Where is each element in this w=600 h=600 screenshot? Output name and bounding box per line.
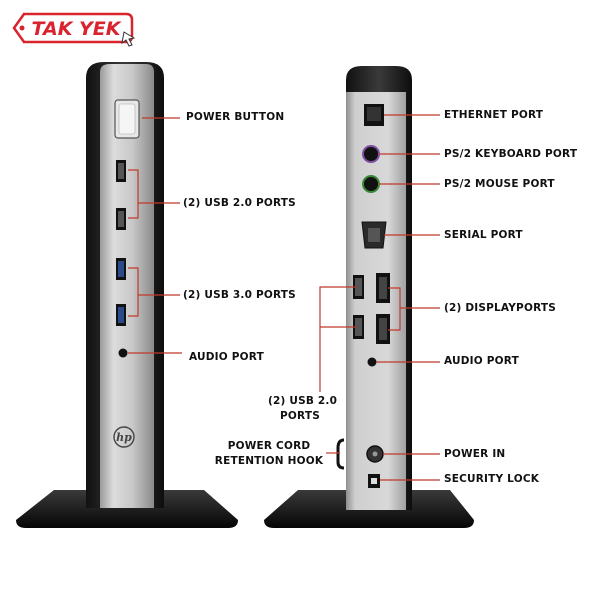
front-unit: hp: [16, 62, 238, 528]
label-rear-usb2-line2: PORTS: [280, 410, 320, 422]
label-usb2-ports: (2) USB 2.0 PORTS: [183, 197, 296, 209]
label-front-audio: AUDIO PORT: [189, 351, 264, 363]
label-rear-usb2-line1: (2) USB 2.0: [268, 395, 338, 407]
front-callout-lines: [128, 117, 182, 354]
hp-logo-text: hp: [116, 431, 132, 444]
rear-callout-lines: [319, 114, 440, 481]
logo-text: TAK YEK: [32, 18, 122, 40]
label-serial: SERIAL PORT: [444, 229, 523, 241]
label-ethernet: ETHERNET PORT: [444, 109, 544, 121]
label-rear-usb2: (2) USB 2.0 PORTS: [268, 394, 338, 424]
ps2-mouse-jack: [362, 175, 380, 193]
label-rear-audio: AUDIO PORT: [444, 355, 519, 367]
label-power-in: POWER IN: [444, 448, 506, 460]
front-stand: [16, 490, 238, 528]
cord-retention-hook: [336, 438, 345, 470]
label-cord-hook-line1: POWER CORD: [227, 440, 311, 452]
front-panel: [100, 64, 154, 508]
label-usb3-ports: (2) USB 3.0 PORTS: [183, 289, 296, 301]
ps2-keyboard-jack: [362, 145, 380, 163]
label-cord-hook: POWER CORD RETENTION HOOK: [214, 439, 324, 469]
audio-jack: [118, 348, 128, 358]
hp-logo-icon: [113, 426, 135, 448]
label-ps2-keyboard: PS/2 KEYBOARD PORT: [444, 148, 578, 160]
label-cord-hook-line2: RETENTION HOOK: [214, 455, 324, 467]
label-power-button: POWER BUTTON: [186, 111, 285, 123]
label-displayports: (2) DISPLAYPORTS: [444, 302, 557, 314]
label-ps2-mouse: PS/2 MOUSE PORT: [444, 178, 555, 190]
rear-audio-jack: [367, 357, 377, 367]
label-security-lock: SECURITY LOCK: [444, 473, 540, 485]
cursor-icon: [121, 31, 136, 47]
rear-unit: [264, 66, 474, 528]
takyek-logo: TAK YEK: [12, 12, 136, 47]
